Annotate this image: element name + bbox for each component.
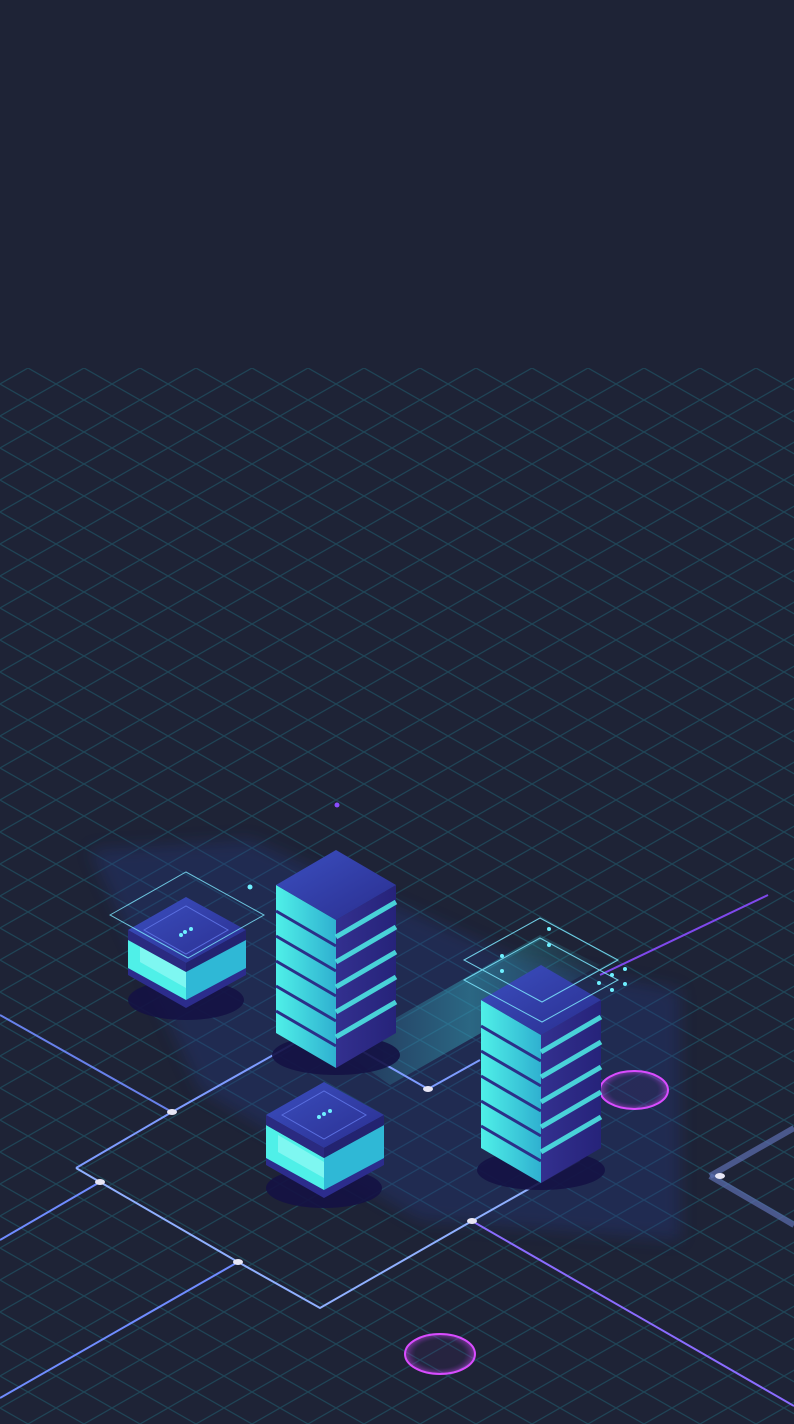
circuit-node (423, 1086, 433, 1092)
server-tower-left (272, 850, 400, 1075)
circuit-line-diag-left (0, 1181, 101, 1241)
server-tower-right (477, 965, 605, 1190)
circuit-line-far-right-2 (708, 1173, 794, 1228)
circuit-line-bottom-right (471, 1220, 794, 1407)
circuit-line-far-right (708, 1125, 794, 1179)
floating-particle (334, 802, 340, 808)
circuit-node (167, 1109, 177, 1115)
circuit-line-bottom-left (0, 1261, 239, 1399)
circuit-line-right-violet (599, 894, 769, 976)
circuit-node (467, 1218, 477, 1224)
hologram-panels-right (462, 917, 620, 1023)
circuit-line-loop (75, 1159, 581, 1310)
portal-ring-bottom (404, 1333, 476, 1375)
server-module-lower (266, 1082, 384, 1208)
circuit-node (233, 1259, 243, 1265)
hologram-dots (500, 927, 627, 992)
circuit-node (95, 1179, 105, 1185)
hologram-panel (108, 871, 266, 959)
circuit-nodes (95, 1086, 725, 1265)
portal-ring-right (599, 1070, 669, 1110)
server-module-upper (128, 897, 246, 1020)
circuit-line-left (0, 1014, 173, 1113)
circuit-lines (0, 894, 794, 1407)
circuit-node (715, 1173, 725, 1179)
